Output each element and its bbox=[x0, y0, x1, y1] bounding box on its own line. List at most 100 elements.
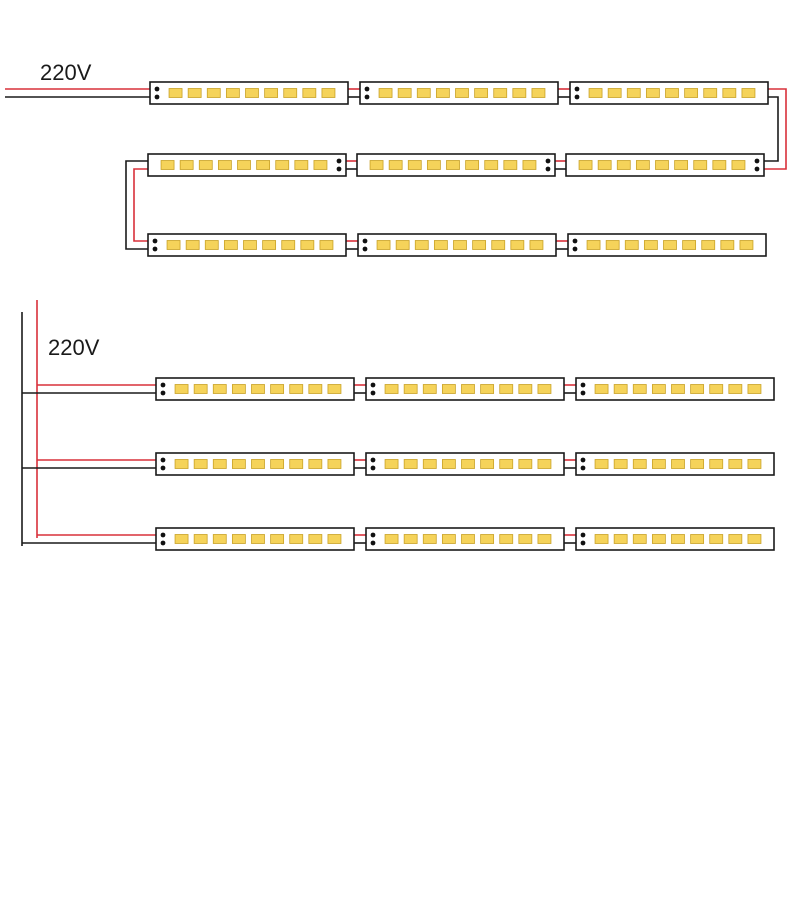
led-chip bbox=[185, 240, 200, 250]
led-chip bbox=[720, 240, 735, 250]
return-neutral bbox=[125, 160, 152, 250]
terminal-dot bbox=[160, 540, 166, 546]
led-chip bbox=[433, 240, 448, 250]
led-chip bbox=[747, 459, 762, 469]
led-chip bbox=[166, 240, 181, 250]
led-chip bbox=[217, 160, 232, 170]
led-chip bbox=[403, 384, 418, 394]
led-chip bbox=[480, 534, 495, 544]
led-chip bbox=[174, 534, 189, 544]
led-chip bbox=[245, 88, 259, 98]
led-chip bbox=[319, 240, 334, 250]
led-chip bbox=[709, 534, 724, 544]
series-voltage-label: 220V bbox=[40, 60, 92, 85]
led-chip bbox=[690, 534, 705, 544]
led-chip bbox=[193, 534, 208, 544]
led-chip bbox=[665, 88, 679, 98]
led-chip bbox=[529, 240, 544, 250]
led-chip bbox=[174, 459, 189, 469]
terminal-dot bbox=[370, 465, 376, 471]
led-chip bbox=[422, 534, 437, 544]
terminal-dot bbox=[574, 86, 580, 92]
led-chip bbox=[308, 384, 323, 394]
led-chip bbox=[671, 459, 685, 469]
led-chip bbox=[693, 160, 708, 170]
led-chip bbox=[493, 88, 508, 98]
led-strip bbox=[149, 81, 349, 105]
led-chip bbox=[728, 384, 743, 394]
led-chip bbox=[461, 459, 475, 469]
led-chip bbox=[231, 459, 246, 469]
led-chip bbox=[747, 534, 762, 544]
led-chip bbox=[289, 384, 304, 394]
led-chip bbox=[651, 459, 666, 469]
led-chip bbox=[690, 459, 705, 469]
led-chip bbox=[275, 160, 290, 170]
parallel-wires bbox=[21, 300, 578, 546]
led-chip bbox=[407, 160, 422, 170]
terminal-dot bbox=[152, 238, 158, 244]
terminal-dot bbox=[362, 238, 368, 244]
terminal-dot bbox=[160, 382, 166, 388]
led-chip bbox=[651, 534, 666, 544]
parallel-wiring-diagram: 220V bbox=[21, 300, 775, 551]
led-chip bbox=[701, 240, 716, 250]
led-chip bbox=[586, 240, 601, 250]
led-chip bbox=[741, 88, 756, 98]
led-chip bbox=[251, 534, 265, 544]
led-strip bbox=[356, 153, 556, 177]
terminal-dot bbox=[370, 390, 376, 396]
terminal-dot bbox=[336, 166, 342, 172]
led-chip bbox=[168, 88, 183, 98]
led-chip bbox=[179, 160, 194, 170]
led-chip bbox=[384, 459, 399, 469]
led-strip bbox=[365, 377, 565, 401]
parallel-strips bbox=[155, 377, 775, 551]
led-strip bbox=[357, 233, 557, 257]
led-chip bbox=[204, 240, 219, 250]
led-chip bbox=[613, 534, 628, 544]
terminal-dot bbox=[154, 86, 160, 92]
led-strip bbox=[567, 233, 767, 257]
led-chip bbox=[308, 534, 323, 544]
led-chip bbox=[499, 534, 514, 544]
led-chip bbox=[223, 240, 238, 250]
terminal-dot bbox=[152, 246, 158, 252]
led-chip bbox=[206, 88, 221, 98]
led-chip bbox=[491, 240, 506, 250]
led-chip bbox=[422, 384, 437, 394]
led-chip bbox=[632, 534, 647, 544]
led-chip bbox=[624, 240, 639, 250]
led-chip bbox=[212, 534, 227, 544]
led-chip bbox=[503, 160, 518, 170]
led-chip bbox=[187, 88, 202, 98]
led-chip bbox=[690, 384, 705, 394]
led-chip bbox=[663, 240, 677, 250]
led-chip bbox=[594, 384, 609, 394]
led-chip bbox=[294, 160, 309, 170]
led-chip bbox=[327, 384, 342, 394]
led-chip bbox=[327, 459, 342, 469]
led-chip bbox=[645, 88, 660, 98]
led-chip bbox=[613, 384, 628, 394]
led-chip bbox=[537, 534, 552, 544]
led-chip bbox=[264, 88, 279, 98]
led-chip bbox=[722, 88, 737, 98]
led-chip bbox=[289, 459, 304, 469]
terminal-dot bbox=[580, 382, 586, 388]
led-chip bbox=[422, 459, 437, 469]
led-chip bbox=[461, 384, 475, 394]
led-chip bbox=[160, 160, 175, 170]
led-chip bbox=[414, 240, 429, 250]
terminal-dot bbox=[154, 94, 160, 100]
led-chip bbox=[512, 88, 527, 98]
led-chip bbox=[313, 160, 328, 170]
led-chip bbox=[531, 88, 546, 98]
led-chip bbox=[378, 88, 393, 98]
led-chip bbox=[270, 384, 285, 394]
led-strip bbox=[155, 377, 355, 401]
led-strip bbox=[147, 233, 347, 257]
terminal-dot bbox=[336, 158, 342, 164]
led-chip bbox=[655, 160, 669, 170]
led-chip bbox=[251, 459, 265, 469]
